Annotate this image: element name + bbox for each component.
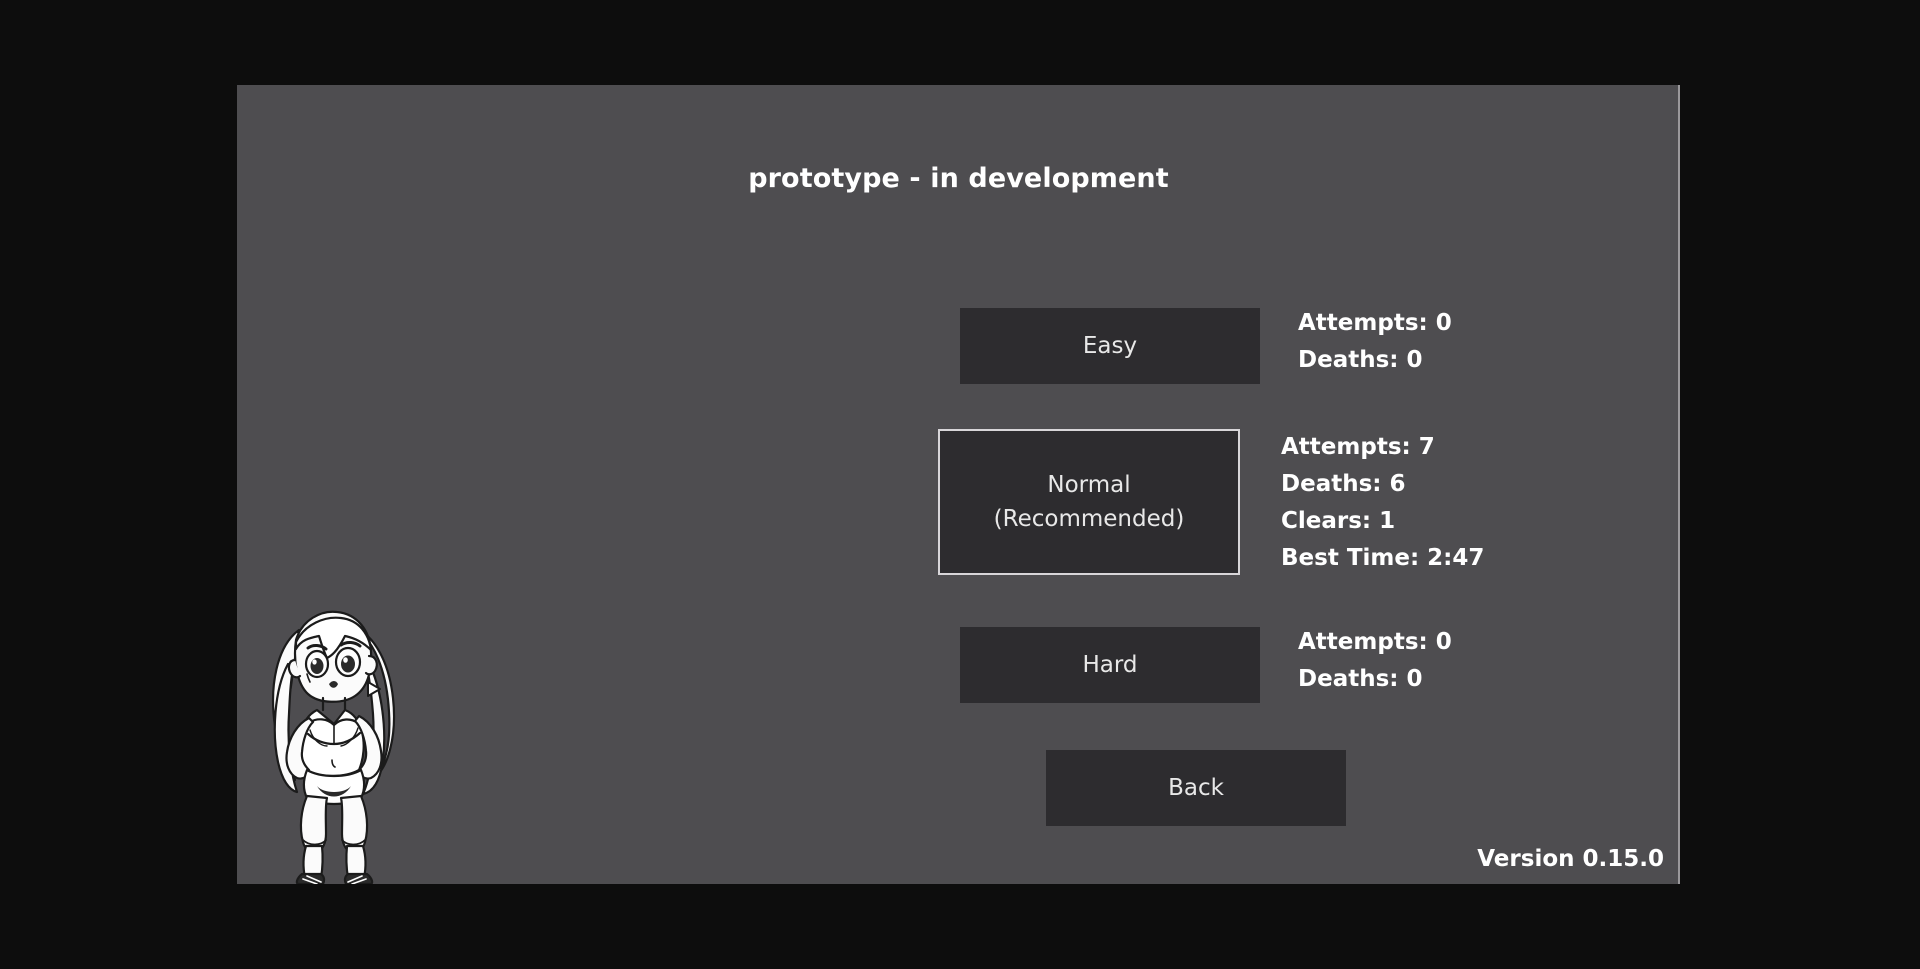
difficulty-button-easy[interactable]: Easy xyxy=(960,308,1260,384)
difficulty-button-normal[interactable]: Normal (Recommended) xyxy=(938,429,1240,575)
game-viewport: prototype - in development Easy Attempts… xyxy=(237,85,1680,884)
difficulty-row-hard: Hard Attempts: 0 Deaths: 0 xyxy=(960,627,1452,703)
difficulty-sublabel-normal: (Recommended) xyxy=(993,506,1185,532)
difficulty-button-hard[interactable]: Hard xyxy=(960,627,1260,703)
version-label: Version 0.15.0 xyxy=(1477,846,1664,872)
difficulty-stats-normal: Attempts: 7 Deaths: 6 Clears: 1 Best Tim… xyxy=(1281,429,1484,577)
difficulty-label-hard: Hard xyxy=(1082,652,1138,678)
stat-attempts: Attempts: 0 xyxy=(1298,629,1452,655)
difficulty-stats-easy: Attempts: 0 Deaths: 0 xyxy=(1298,305,1452,379)
stat-best-time: Best Time: 2:47 xyxy=(1281,545,1485,571)
stat-deaths: Deaths: 0 xyxy=(1298,666,1423,692)
stat-deaths: Deaths: 6 xyxy=(1281,471,1406,497)
stat-attempts: Attempts: 7 xyxy=(1281,434,1435,460)
character-sketch-image xyxy=(247,594,422,884)
difficulty-row-normal: Normal (Recommended) Attempts: 7 Deaths:… xyxy=(938,429,1484,577)
difficulty-stats-hard: Attempts: 0 Deaths: 0 xyxy=(1298,624,1452,698)
difficulty-label-normal: Normal xyxy=(1047,472,1131,498)
stat-deaths: Deaths: 0 xyxy=(1298,347,1423,373)
difficulty-label-easy: Easy xyxy=(1082,333,1138,359)
back-button[interactable]: Back xyxy=(1046,750,1346,826)
stat-clears: Clears: 1 xyxy=(1281,508,1396,534)
difficulty-row-easy: Easy Attempts: 0 Deaths: 0 xyxy=(960,308,1452,384)
page-title: prototype - in development xyxy=(748,163,1169,194)
stat-attempts: Attempts: 0 xyxy=(1298,310,1452,336)
